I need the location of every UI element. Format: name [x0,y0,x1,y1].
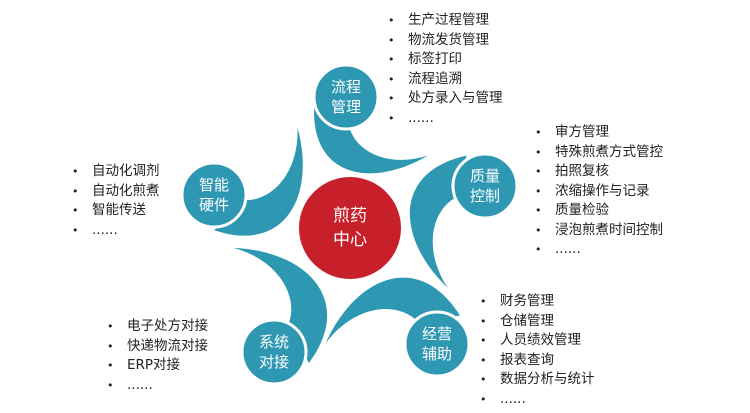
list-item: ...... [72,221,160,241]
list-item: 物流发货管理 [388,31,503,51]
list-business: 财务管理 仓储管理 人员绩效管理 报表查询 数据分析与统计 ...... [480,292,595,409]
center-circle [299,177,401,279]
node-line1: 系统 [258,333,289,351]
list-integration: 电子处方对接 快递物流对接 ERP对接 ...... [107,317,208,395]
node-circle-integration [240,318,308,386]
node-line2: 控制 [469,187,500,205]
node-line1: 智能 [198,176,229,194]
node-label-process: 流程管理 [314,77,378,117]
tail-business [325,277,461,344]
list-item: 审方管理 [535,123,663,143]
list-item: 拍照复核 [535,162,663,182]
node-circle-quality [451,152,519,220]
list-item: ...... [480,390,595,410]
list-item: 自动化调剂 [72,162,160,182]
list-item: 报表查询 [480,351,595,371]
list-item: ERP对接 [107,356,208,376]
list-item: 智能传送 [72,201,160,221]
list-item: ...... [388,109,503,129]
node-circle-process [312,63,380,131]
node-line1: 质量 [469,167,500,185]
node-line2: 辅助 [421,345,452,363]
node-line1: 流程 [330,78,361,96]
node-line1: 经营 [421,325,452,343]
node-circle-business [403,310,471,378]
center-label-line2: 中心 [333,230,367,250]
list-item: ...... [107,376,208,396]
node-line2: 硬件 [198,196,229,214]
node-label-business: 经营辅助 [405,324,469,364]
list-process: 生产过程管理 物流发货管理 标签打印 流程追溯 处方录入与管理 ...... [388,11,503,128]
list-item: 流程追溯 [388,70,503,90]
list-item: 浓缩操作与记录 [535,182,663,202]
list-item: 数据分析与统计 [480,370,595,390]
center-label-line1: 煎药 [333,206,367,226]
list-item: 特殊煎煮方式管控 [535,143,663,163]
list-item: 自动化煎煮 [72,182,160,202]
list-hardware: 自动化调剂 自动化煎煮 智能传送 ...... [72,162,160,240]
list-item: 浸泡煎煮时间控制 [535,221,663,241]
list-item: 标签打印 [388,50,503,70]
node-circle-hardware [180,161,248,229]
list-item: 处方录入与管理 [388,89,503,109]
node-line2: 对接 [258,353,289,371]
tail-integration [233,247,328,363]
list-item: 生产过程管理 [388,11,503,31]
list-item: ...... [535,240,663,260]
node-label-hardware: 智能硬件 [182,175,246,215]
center-label: 煎药 中心 [300,204,400,252]
list-item: 电子处方对接 [107,317,208,337]
node-line2: 管理 [330,98,361,116]
list-item: 快递物流对接 [107,337,208,357]
node-label-quality: 质量控制 [453,166,517,206]
list-quality: 审方管理 特殊煎煮方式管控 拍照复核 浓缩操作与记录 质量检验 浸泡煎煮时间控制… [535,123,663,260]
list-item: 人员绩效管理 [480,331,595,351]
list-item: 质量检验 [535,201,663,221]
list-item: 财务管理 [480,292,595,312]
list-item: 仓储管理 [480,312,595,332]
node-label-integration: 系统对接 [242,332,306,372]
